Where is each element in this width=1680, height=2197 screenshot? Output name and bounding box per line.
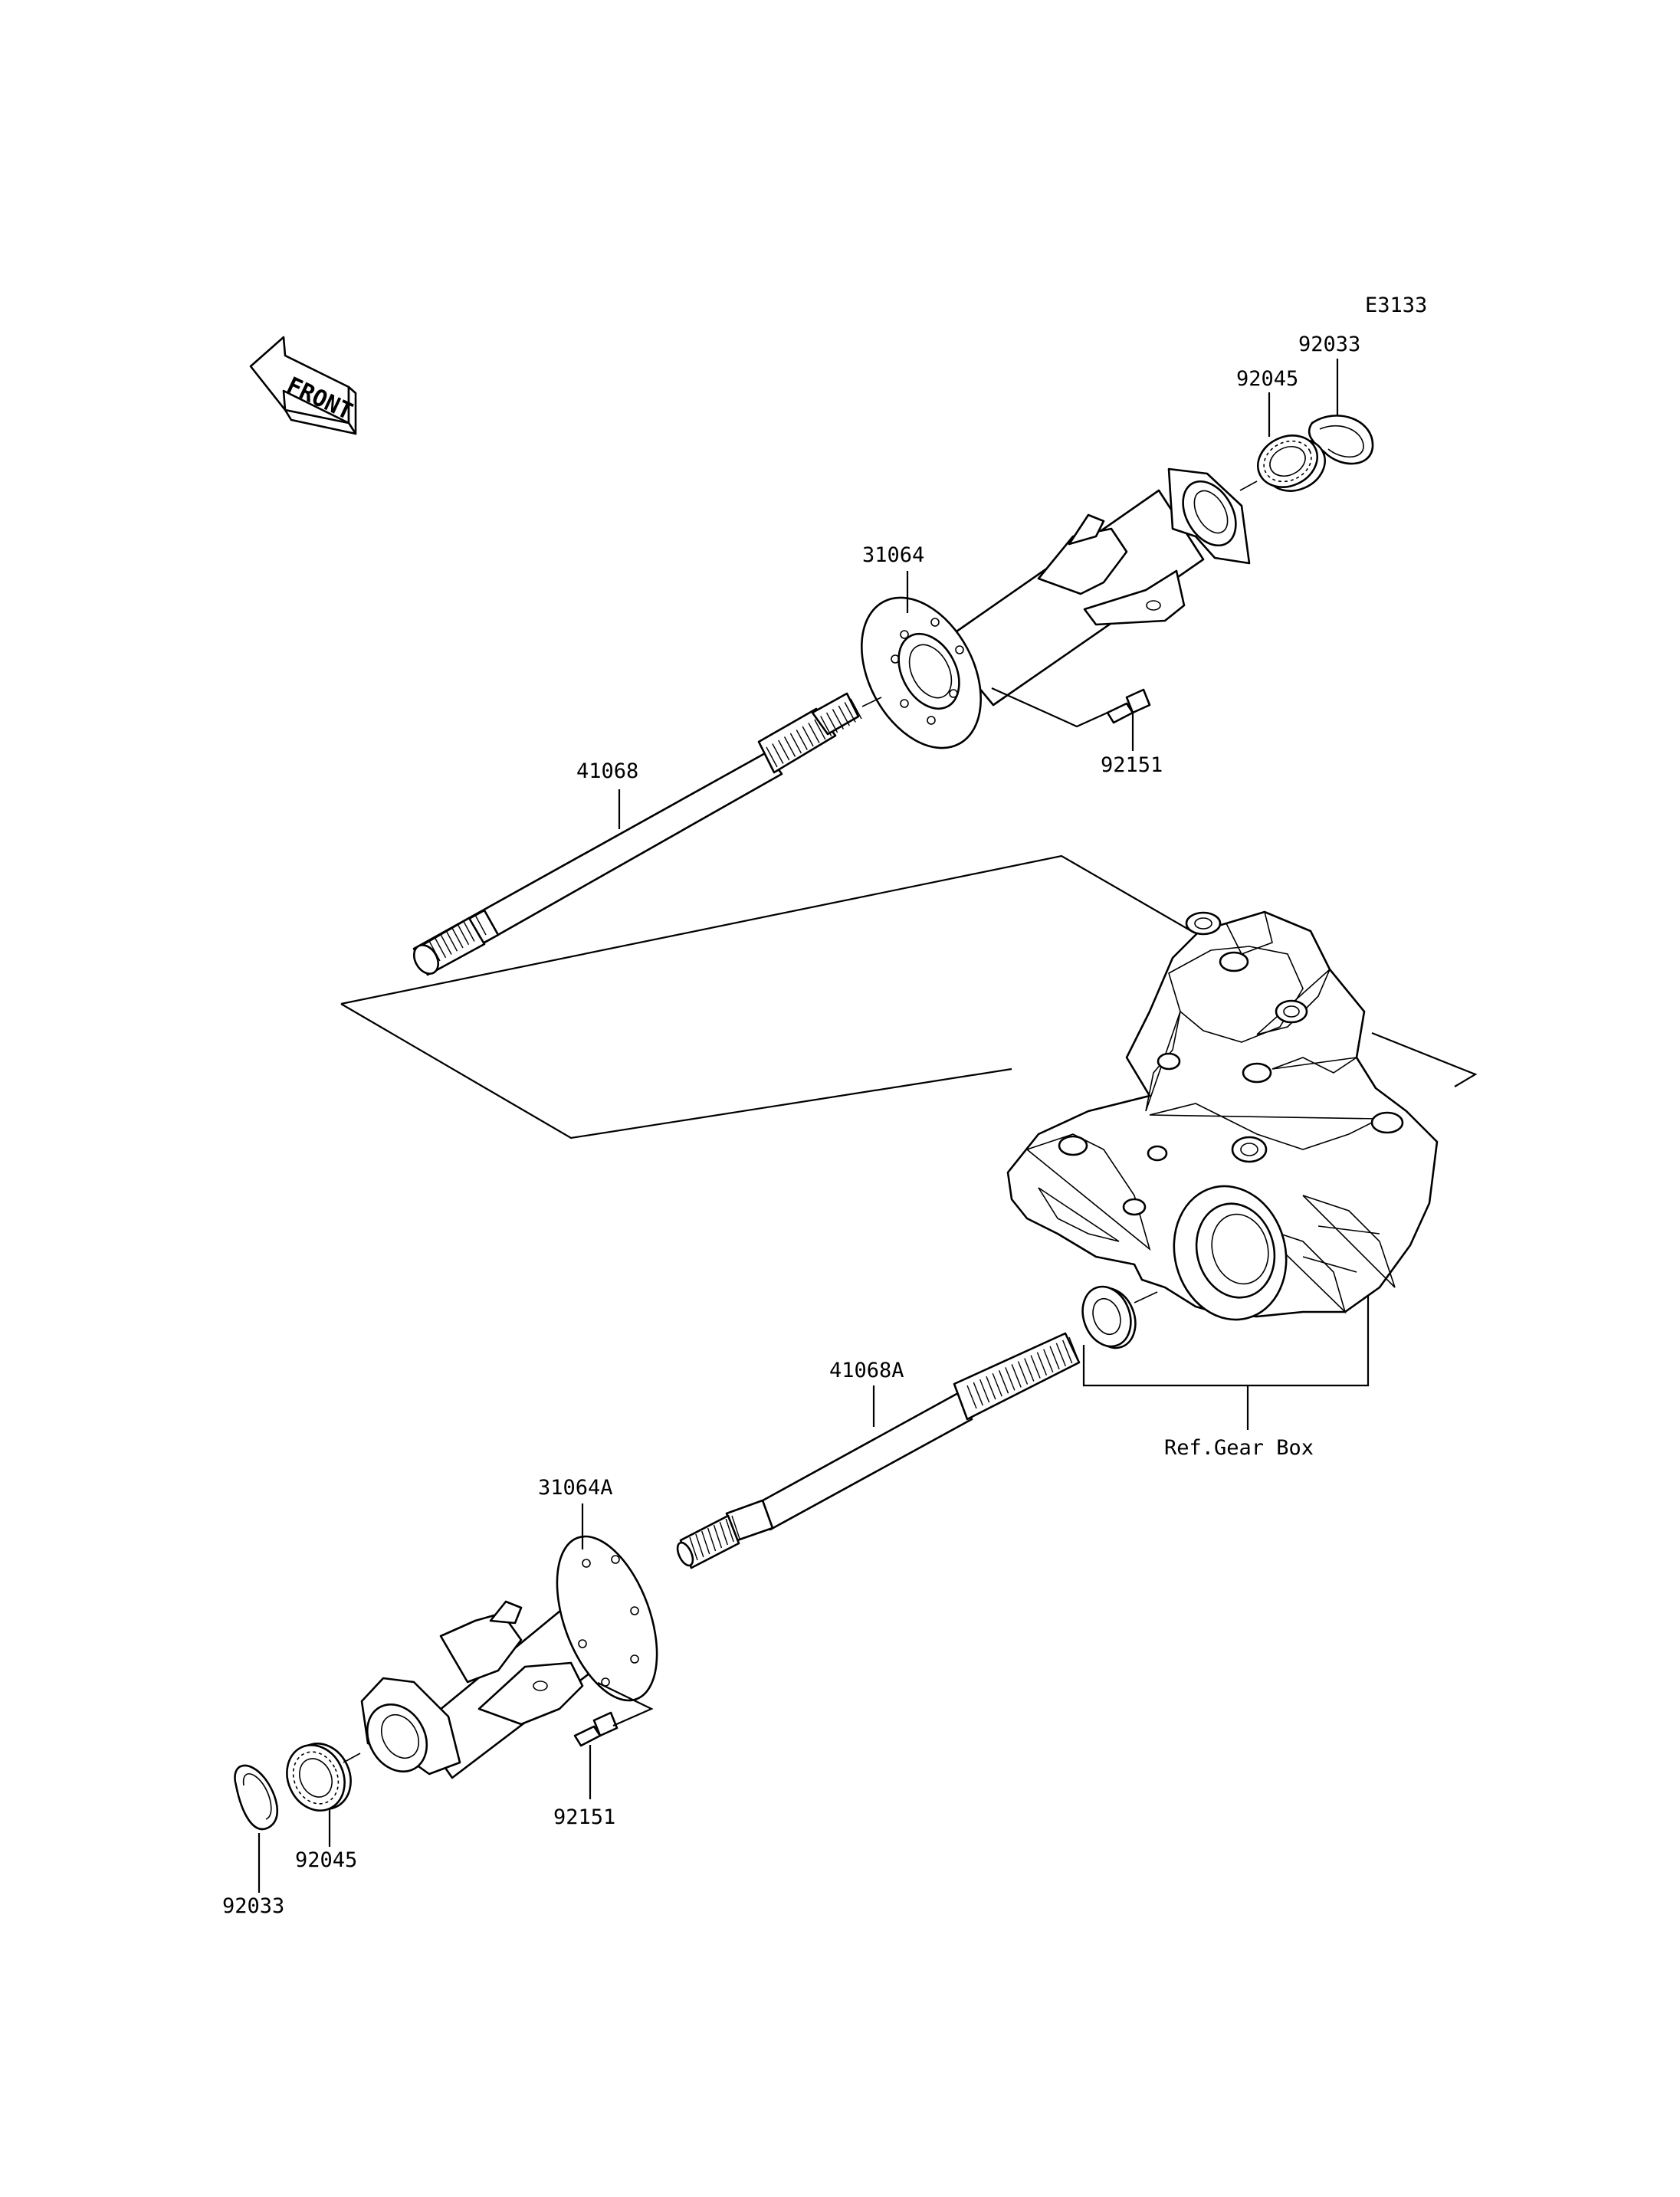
spline-tooth (463, 921, 475, 942)
spline-tooth (707, 1527, 717, 1552)
bearing-bottom[interactable] (277, 1734, 361, 1820)
spline-tooth (802, 726, 814, 747)
spline-tooth (468, 917, 481, 939)
spline-tooth (998, 1370, 1009, 1394)
spline-tooth (1030, 1355, 1041, 1379)
oil-seal[interactable] (1075, 1280, 1144, 1355)
spline-tooth (832, 709, 845, 730)
spline-tooth (428, 940, 441, 962)
snap-ring-top[interactable] (1308, 415, 1374, 465)
label-92151-top: 92151 (1101, 753, 1163, 777)
spline-tooth (1011, 1364, 1022, 1388)
spline-tooth (725, 1518, 734, 1543)
axle-housing-top[interactable] (838, 467, 1251, 769)
spline-tooth (1049, 1346, 1060, 1370)
spline-tooth (1005, 1367, 1016, 1391)
label-92151-bottom: 92151 (553, 1805, 615, 1829)
spline-tooth (778, 739, 790, 761)
label-92033-top: 92033 (1298, 333, 1360, 356)
spline-tooth (814, 719, 826, 740)
spline-tooth (434, 937, 447, 959)
front-arrow-icon: FRONT (249, 336, 357, 435)
spline-tooth (1068, 1336, 1079, 1361)
spline-tooth (1062, 1340, 1073, 1364)
axle-shaft-top[interactable] (409, 692, 860, 978)
spline-tooth (796, 730, 808, 750)
gearbox-ref-bracket (1082, 1295, 1370, 1387)
spline-tooth (440, 934, 452, 955)
spline-tooth (695, 1533, 704, 1558)
snap-ring-bottom[interactable] (234, 1764, 279, 1831)
spline-tooth (825, 712, 838, 733)
bearing-top[interactable] (1249, 426, 1334, 500)
shaft-bottom-splines (689, 1336, 1079, 1561)
leader-frame (340, 854, 1195, 1005)
spline-tooth (1024, 1358, 1035, 1382)
spline-tooth (445, 930, 458, 952)
spline-tooth (451, 927, 464, 949)
spline-tooth (844, 702, 856, 723)
spline-tooth (986, 1376, 996, 1400)
shaft-top-splines (428, 698, 862, 962)
spline-tooth (992, 1372, 1002, 1397)
label-ref-gear-box: Ref.Gear Box (1164, 1436, 1314, 1460)
spline-tooth (973, 1382, 983, 1406)
label-41068A: 41068A (829, 1359, 904, 1382)
label-92045-top: 92045 (1236, 367, 1298, 391)
spline-tooth (701, 1530, 710, 1555)
spline-tooth (783, 736, 796, 757)
gear-box (1006, 910, 1439, 1321)
spline-tooth (1036, 1352, 1048, 1376)
label-92045-bottom: 92045 (295, 1848, 357, 1872)
spline-tooth (457, 924, 470, 946)
spline-tooth (789, 733, 802, 754)
spline-tooth (838, 705, 850, 726)
spline-tooth (713, 1524, 723, 1549)
spline-tooth (772, 743, 784, 764)
label-41068: 41068 (576, 759, 638, 783)
spline-tooth (850, 698, 862, 720)
axle-housing-bottom[interactable] (356, 1523, 677, 1782)
spline-tooth (820, 716, 832, 736)
diagram-code: E3133 (1365, 293, 1427, 317)
spline-tooth (689, 1536, 698, 1561)
spline-tooth (766, 746, 778, 768)
bolt-bottom[interactable] (573, 1711, 619, 1747)
label-92033-bottom: 92033 (222, 1894, 284, 1918)
spline-tooth (719, 1521, 728, 1546)
spline-tooth (966, 1385, 977, 1409)
spline-tooth (1017, 1361, 1029, 1385)
spline-tooth (808, 723, 820, 743)
spline-tooth (1055, 1343, 1067, 1367)
label-31064A: 31064A (538, 1476, 613, 1500)
bolt-top[interactable] (1106, 688, 1151, 724)
spline-tooth (731, 1515, 740, 1540)
spline-tooth (474, 914, 487, 936)
spline-tooth (1043, 1349, 1054, 1373)
spline-tooth (979, 1379, 990, 1403)
label-31064: 31064 (862, 543, 924, 567)
